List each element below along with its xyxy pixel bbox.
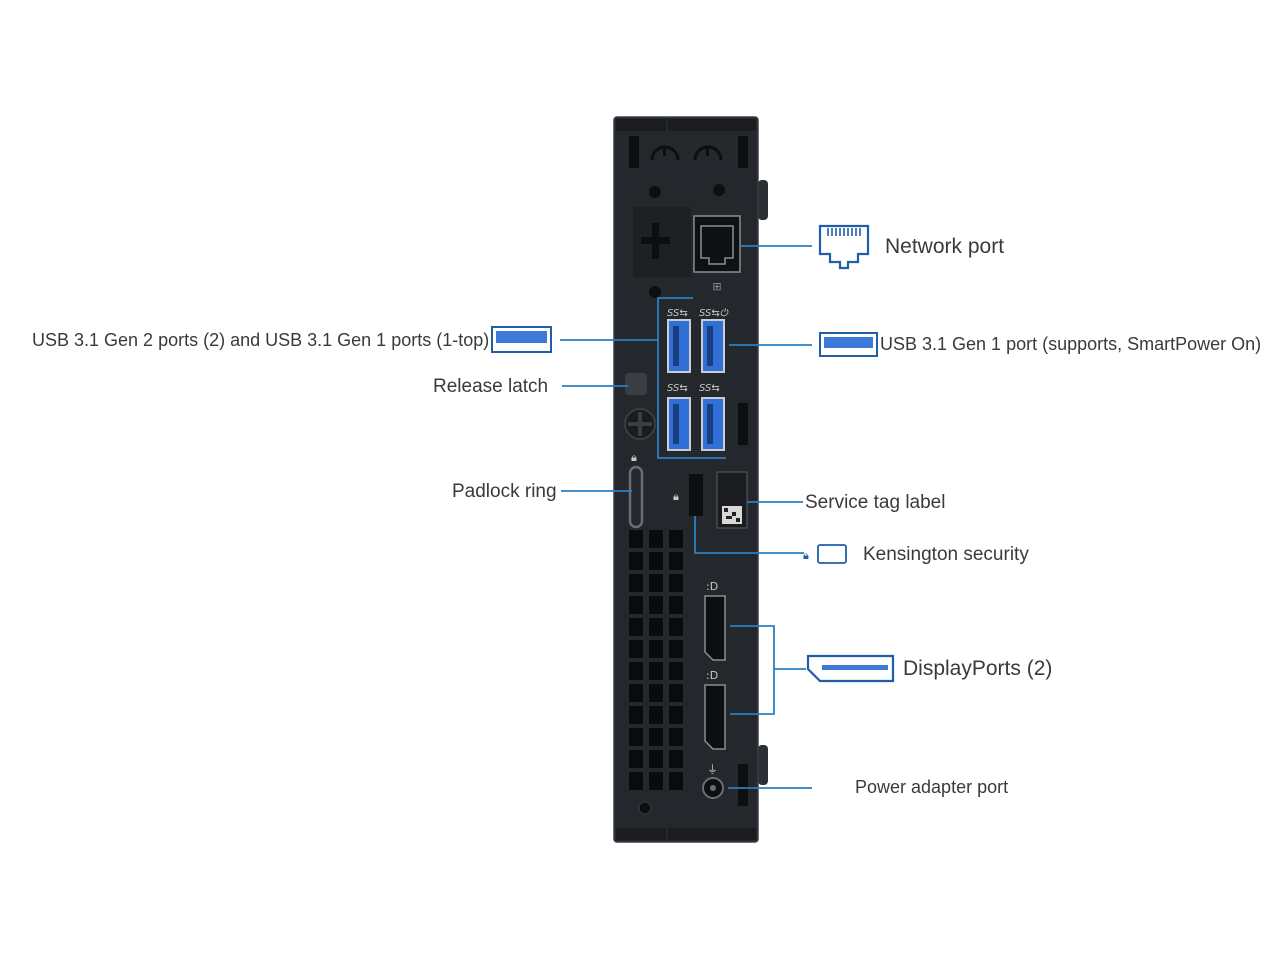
- svg-text:SS⇆: SS⇆: [699, 383, 720, 394]
- padlock-ring: 🔒︎: [628, 451, 644, 529]
- leader-kensington: [694, 516, 804, 554]
- label-service-tag: Service tag label: [805, 492, 946, 513]
- svg-text:🔒︎: 🔒︎: [631, 451, 637, 464]
- svg-text:🔒︎: 🔒︎: [673, 490, 679, 503]
- ethernet-jack-icon: [818, 224, 870, 270]
- release-latch: [624, 373, 656, 440]
- svg-text:SS⇆: SS⇆: [667, 308, 688, 319]
- svg-text:⊞: ⊞: [712, 280, 721, 293]
- svg-text:SS⇆: SS⇆: [667, 383, 688, 394]
- label-network-port: Network port: [885, 235, 1005, 258]
- displayports: :D :D: [704, 580, 726, 750]
- usb-ports: SS⇆ SS⇆⏻ SS⇆ SS⇆: [667, 308, 729, 451]
- svg-text:SS⇆⏻: SS⇆⏻: [699, 308, 729, 319]
- kensington-slot-icon: 🔒︎: [803, 544, 847, 564]
- power-adapter-port: ⏚: [702, 763, 748, 806]
- leader-displayports: [730, 625, 806, 715]
- label-usb-right: USB 3.1 Gen 1 port (supports, SmartPower…: [880, 334, 1262, 354]
- displayport-icon: [806, 654, 895, 683]
- service-tag: [716, 471, 748, 529]
- label-release-latch: Release latch: [433, 376, 549, 397]
- usb-port-icon: [819, 332, 878, 357]
- label-padlock-ring: Padlock ring: [452, 481, 557, 502]
- svg-text::D: :D: [706, 669, 718, 682]
- svg-text::D: :D: [706, 580, 718, 593]
- label-kensington: Kensington security: [863, 544, 1029, 565]
- label-displayports: DisplayPorts (2): [903, 657, 1053, 680]
- label-usb-left: USB 3.1 Gen 2 ports (2) and USB 3.1 Gen …: [32, 330, 490, 350]
- leader-lines: [560, 245, 812, 789]
- chassis: ⊞ SS⇆ SS⇆⏻ SS⇆ SS⇆ 🔒︎: [613, 116, 768, 843]
- svg-text:⏚: ⏚: [707, 763, 718, 776]
- usb-port-icon: [491, 326, 552, 353]
- svg-text:🔒︎: 🔒︎: [803, 549, 809, 562]
- label-power-adapter: Power adapter port: [855, 777, 1009, 797]
- network-port: ⊞: [693, 215, 741, 293]
- vent-grille: [629, 530, 683, 790]
- leader-usb-left: [560, 297, 726, 459]
- kensington-slot: 🔒︎: [673, 474, 703, 516]
